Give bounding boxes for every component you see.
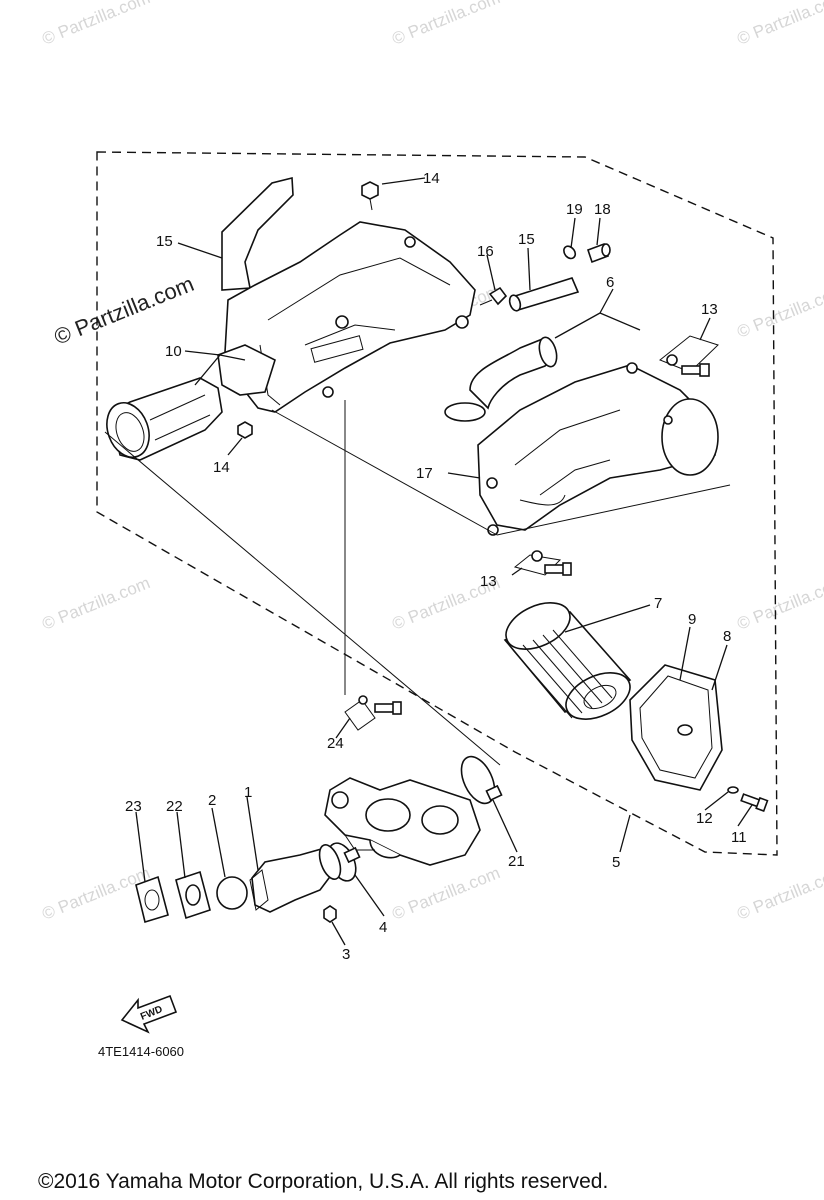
part-23-gasket <box>135 875 169 924</box>
watermark: © Partzilla.com <box>39 573 152 634</box>
leader-lines <box>104 177 753 946</box>
callout-6: 6 <box>606 274 614 291</box>
part-3-nut <box>323 905 337 923</box>
part-17-clip <box>479 286 508 306</box>
watermark: © Partzilla.com <box>734 281 824 342</box>
callout-14-top: 14 <box>423 170 440 187</box>
part-21-clamp <box>460 755 503 805</box>
callout-24: 24 <box>327 735 344 752</box>
callout-10: 10 <box>165 343 182 360</box>
watermark: © Partzilla.com <box>734 0 824 49</box>
callout-numbers: 14 15 10 14 16 15 19 18 6 13 17 13 7 9 8… <box>125 170 747 963</box>
callout-8: 8 <box>723 628 731 645</box>
callout-11: 11 <box>731 829 747 846</box>
part-24-bolt <box>344 695 402 731</box>
callout-16: 15 <box>156 233 173 250</box>
part-2-oring <box>216 876 248 910</box>
part-7-filter-element <box>503 602 632 720</box>
callout-9: 9 <box>688 611 696 628</box>
watermark-main: © Partzilla.com <box>51 271 198 350</box>
callout-13-upper: 13 <box>701 301 718 318</box>
copyright-footer: ©2016 Yamaha Motor Corporation, U.S.A. A… <box>38 1170 608 1193</box>
part-15-hose <box>508 277 580 312</box>
watermark: © Partzilla.com <box>734 573 824 634</box>
part-1-joint <box>249 844 342 913</box>
watermark: © Partzilla.com <box>734 863 824 924</box>
callout-21: 21 <box>508 853 525 870</box>
callout-2: 2 <box>208 792 216 809</box>
part-6-hose <box>444 336 558 422</box>
part-8-cover <box>629 664 723 791</box>
part-14-nut-left <box>237 421 253 439</box>
part-13-bolt-lower <box>513 550 572 576</box>
callout-19: 18 <box>594 201 611 218</box>
part-20-clip <box>563 245 577 260</box>
part-air-case-lower <box>224 221 476 413</box>
part-22-spacer <box>175 870 211 920</box>
part-19-plug <box>586 242 611 264</box>
callout-5: 5 <box>612 854 620 871</box>
callout-18: 17 <box>416 465 433 482</box>
part-18-air-cleaner-case <box>477 362 719 536</box>
drawing-code: 4TE1414-6060 <box>98 1044 184 1059</box>
callout-20: 19 <box>566 201 583 218</box>
part-10-intake-duct <box>106 344 276 461</box>
part-13-bolt-upper <box>659 335 719 377</box>
fwd-arrow-icon: FWD <box>120 994 178 1034</box>
callout-3: 3 <box>342 946 350 963</box>
watermark: © Partzilla.com <box>389 863 502 924</box>
callout-13-lower: 13 <box>480 573 497 590</box>
assembly-boundary <box>96 151 778 856</box>
callout-1: 1 <box>244 784 252 801</box>
part-16-plate <box>221 176 294 291</box>
part-12-washer <box>727 786 739 794</box>
callout-15: 15 <box>518 231 535 248</box>
watermark: © Partzilla.com <box>389 0 502 49</box>
watermark: © Partzilla.com <box>39 863 152 924</box>
callout-4: 4 <box>379 919 387 936</box>
callout-22: 22 <box>166 798 183 815</box>
part-14-nut-top <box>361 181 379 211</box>
callout-12: 12 <box>696 810 713 827</box>
part-11-bolt <box>740 793 769 813</box>
watermark: © Partzilla.com <box>39 0 152 49</box>
callout-7: 7 <box>654 595 662 612</box>
callout-23: 23 <box>125 798 142 815</box>
part-carburetor <box>324 777 481 866</box>
callout-17: 16 <box>477 243 494 260</box>
callout-14-left: 14 <box>213 459 230 476</box>
